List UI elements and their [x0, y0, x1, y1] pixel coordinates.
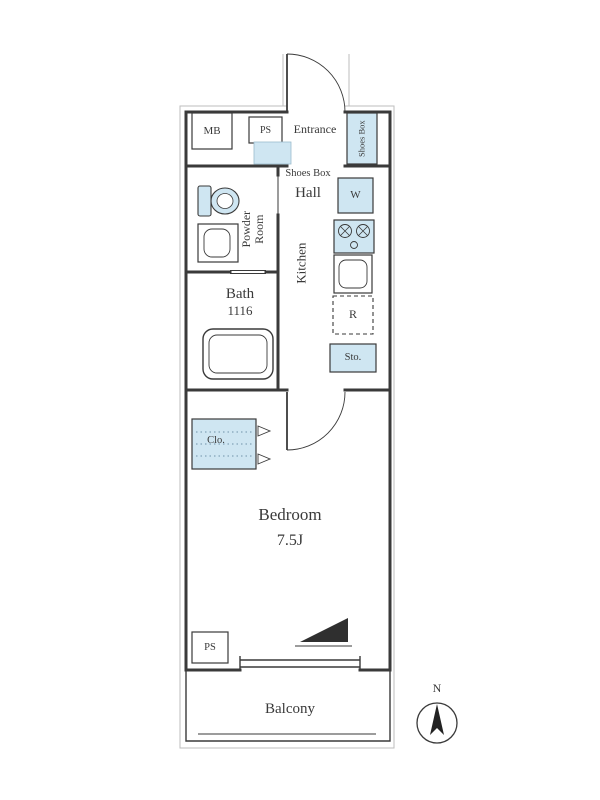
- shoes-box-cabinet-text: Shoes Box: [356, 120, 367, 157]
- washer-label: W: [350, 189, 361, 202]
- interior-door-lines: [230, 175, 279, 274]
- powder-room-text: Powder Room: [238, 210, 266, 248]
- entrance-label: Entrance: [293, 122, 337, 137]
- walls: [184, 110, 392, 672]
- storage-label: Sto.: [344, 352, 362, 364]
- mb-box: [191, 112, 233, 150]
- bath-label: Bath: [225, 285, 255, 302]
- closet-box: [191, 418, 272, 470]
- refrigerator-box: [332, 295, 374, 335]
- sink-icon: [197, 223, 239, 263]
- balcony-label: Balcony: [265, 700, 315, 717]
- kitchen-sink-icon: [333, 254, 373, 294]
- entrance-door-swing-icon: [286, 53, 346, 113]
- closet-label: Clo.: [207, 434, 225, 446]
- balcony-outline: [185, 670, 391, 742]
- refrigerator-label: R: [348, 307, 357, 322]
- compass-n-label: N: [432, 680, 442, 695]
- bedroom-size-label: 7.5J: [276, 532, 304, 550]
- shoes-box-hall-label: Shoes Box: [285, 168, 331, 180]
- ps-bottom-box: [191, 631, 229, 664]
- mb-label: MB: [203, 124, 221, 137]
- bedroom-door-swing-icon: [286, 391, 346, 451]
- shoes-box-cabinet: [346, 112, 378, 165]
- ps-top-label: PS: [259, 124, 272, 136]
- north-arrow-icon: [416, 702, 458, 744]
- washer-box: [337, 177, 374, 214]
- building-envelope: [179, 54, 395, 749]
- bathtub-icon: [202, 328, 274, 380]
- balcony-window-icon: [239, 618, 361, 671]
- kitchen-label: Kitchen: [282, 222, 322, 304]
- ps-bottom-label: PS: [204, 641, 216, 653]
- toilet-icon: [197, 185, 240, 217]
- kitchen-text: Kitchen: [293, 242, 309, 284]
- bedroom-label: Bedroom: [258, 504, 322, 524]
- bath-size-label: 1116: [227, 302, 253, 318]
- stove-icon: [333, 219, 375, 254]
- hall-label: Hall: [295, 184, 321, 201]
- powder-room-label: Powder Room: [229, 194, 277, 264]
- storage-box: [329, 343, 377, 373]
- entrance-step: [253, 141, 292, 165]
- shoes-box-cabinet-label: Shoes Box: [347, 113, 377, 164]
